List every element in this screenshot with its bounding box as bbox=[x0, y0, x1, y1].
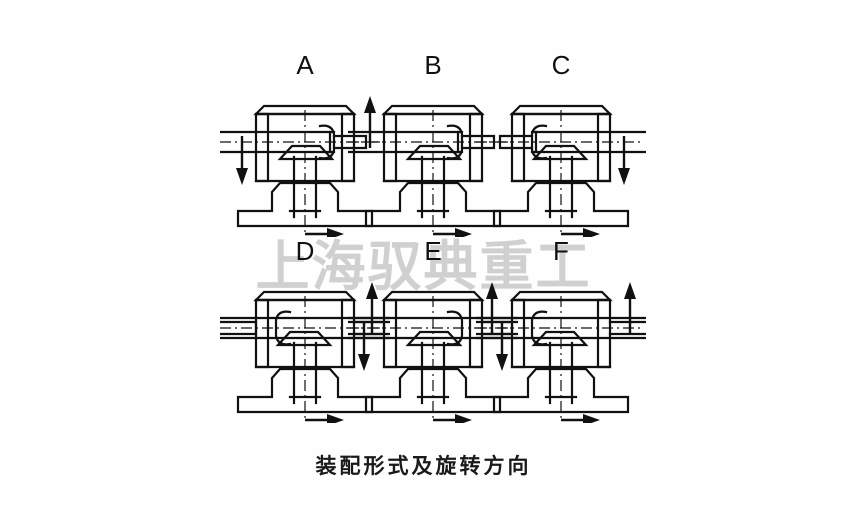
diagram-figure-b bbox=[348, 80, 518, 237]
diagram-figure-c bbox=[476, 80, 646, 237]
output-rotation-arrow-c bbox=[561, 228, 600, 237]
input-rotation-arrow-e-left bbox=[358, 322, 370, 371]
diagram-figure-e bbox=[348, 266, 518, 423]
diagram-label-a: A bbox=[296, 50, 314, 80]
input-rotation-arrow-a bbox=[236, 136, 248, 185]
output-rotation-arrow-b bbox=[433, 228, 472, 237]
diagram-figure-a bbox=[220, 80, 390, 237]
input-rotation-arrow-f-left bbox=[486, 282, 498, 334]
diagram-label-b: B bbox=[424, 50, 442, 80]
diagram-cell-c: C bbox=[476, 52, 646, 237]
diagram-cell-b: B bbox=[348, 52, 518, 237]
output-rotation-arrow-e bbox=[433, 414, 472, 423]
diagram-cell-f: F bbox=[476, 238, 646, 423]
input-rotation-arrow-b bbox=[364, 96, 376, 148]
output-rotation-arrow-a bbox=[305, 228, 344, 237]
diagram-label-f: F bbox=[553, 236, 569, 266]
output-rotation-arrow-f bbox=[561, 414, 600, 423]
diagram-label-e: E bbox=[424, 236, 442, 266]
input-rotation-arrow-d bbox=[366, 282, 378, 334]
input-rotation-arrow-c bbox=[618, 136, 630, 185]
diagram-label-c: C bbox=[551, 50, 571, 80]
diagram-cell-e: E bbox=[348, 238, 518, 423]
input-rotation-arrow-f-right bbox=[624, 282, 636, 334]
figure-caption: 装配形式及旋转方向 bbox=[315, 454, 532, 478]
diagram-label-d: D bbox=[295, 236, 315, 266]
output-rotation-arrow-d bbox=[305, 414, 344, 423]
diagram-cell-a: A bbox=[220, 52, 390, 237]
diagram-figure-f bbox=[476, 266, 646, 423]
